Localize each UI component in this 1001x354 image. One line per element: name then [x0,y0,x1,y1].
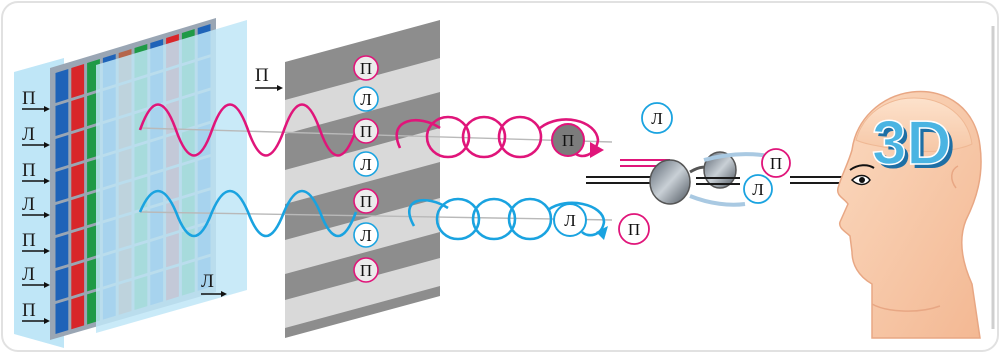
pink-helix-label: П [562,131,574,150]
head-profile [836,90,982,339]
wave-label-bottom: Л [201,271,214,292]
blue-helix-label: Л [564,211,576,230]
polarizer-label-6: П [360,261,372,280]
polarizer-label-1: Л [360,90,372,109]
wave-label-top: П [255,65,269,86]
polarizer-circle-labels: П Л П Л П Л П [353,55,379,283]
pink-helix [395,115,600,159]
polarizer-label-3: Л [360,155,372,174]
left-label-2: П [22,160,36,181]
floating-label-p-bottom: П [628,220,640,239]
left-label-1: Л [22,124,35,145]
left-label-5: Л [22,264,35,285]
left-column-labels: П Л П Л П Л П [22,88,50,324]
left-label-6: П [22,300,36,321]
three-d-shadow: 3D [876,113,955,182]
glasses-label-p: П [770,154,782,173]
polarized-glasses [586,151,791,207]
blue-helix [407,197,606,241]
left-label-3: Л [22,194,35,215]
front-filter-pane [96,20,247,333]
left-label-4: П [22,230,36,251]
pink-wave [138,103,358,157]
floating-label-l-top: Л [651,109,663,128]
left-label-0: П [22,88,36,109]
three-d-title: 3D [872,109,951,178]
glasses-label-l: Л [752,180,764,199]
polarizer-label-2: П [360,122,372,141]
polarizer-label-4: П [360,192,372,211]
polarizer-label-5: Л [360,226,372,245]
polarizer-label-0: П [360,59,372,78]
blue-wave [138,189,358,238]
